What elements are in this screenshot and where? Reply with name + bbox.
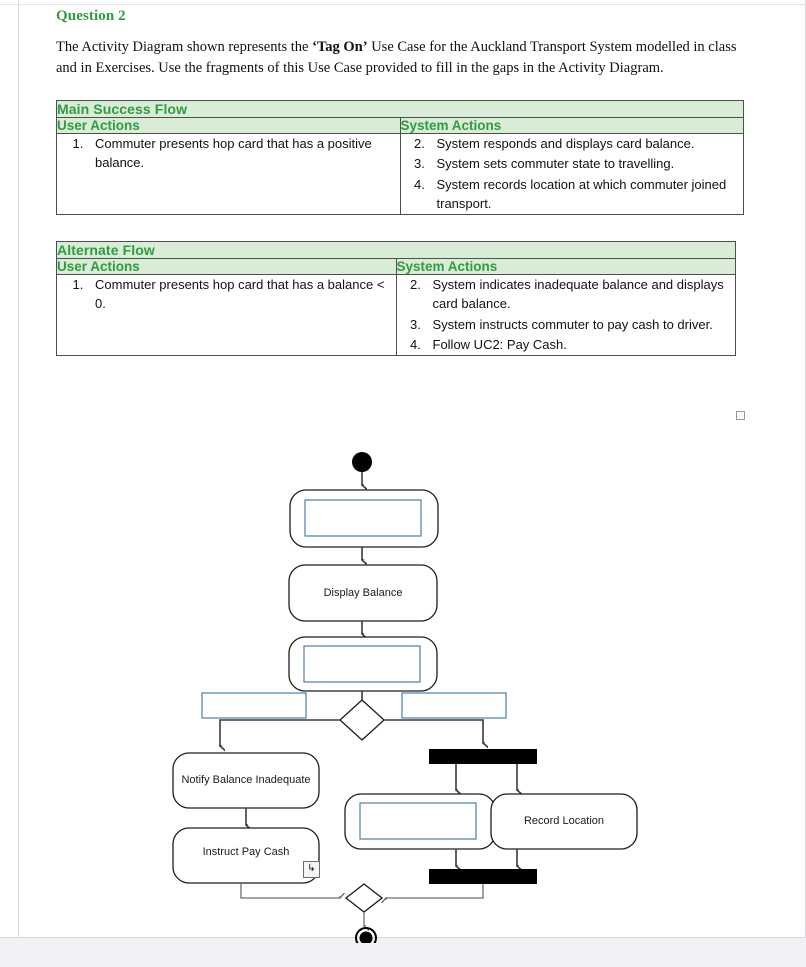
table-resize-handle[interactable]: [736, 411, 745, 420]
column-header-system-actions: System Actions: [399, 117, 744, 135]
column-header-user-actions: User Actions: [56, 117, 401, 135]
edge-join-to-merge: [386, 884, 484, 898]
document-left-margin-rule: [18, 0, 19, 938]
cell-user-actions-main: Commuter presents hop card that has a po…: [56, 133, 401, 216]
node-record-location-label: Record Location: [524, 815, 604, 827]
list-item: Follow UC2: Pay Cash.: [425, 335, 736, 354]
table-title-main-success-flow: Main Success Flow: [56, 100, 744, 119]
list-item: Commuter presents hop card that has a ba…: [87, 275, 396, 313]
list-item: System sets commuter state to travelling…: [429, 154, 744, 173]
list-system-actions-main: System responds and displays card balanc…: [401, 134, 744, 213]
final-node-ring: [355, 927, 377, 943]
table-alternate-flow: Alternate Flow User Actions System Actio…: [56, 241, 736, 357]
node-record-location[interactable]: [490, 793, 638, 850]
list-item: System records location at which commute…: [429, 175, 744, 213]
table-row: Alternate Flow: [56, 241, 736, 260]
edge-decision-to-fork: [384, 719, 483, 743]
list-system-actions-alt: System indicates inadequate balance and …: [397, 275, 736, 354]
edge-decision-to-notify: [220, 719, 340, 746]
list-item: System indicates inadequate balance and …: [425, 275, 736, 313]
page-title: Question 2: [56, 8, 126, 24]
question-prompt: The Activity Diagram shown represents th…: [56, 37, 748, 78]
list-user-actions-alt: Commuter presents hop card that has a ba…: [57, 275, 396, 313]
prompt-text-1: The Activity Diagram shown represents th…: [56, 39, 313, 55]
tag-on-activity-diagram: Display Balance Notify Balance Inadequat…: [0, 438, 806, 943]
answer-gap-box-2[interactable]: [303, 645, 421, 683]
table-row: Commuter presents hop card that has a po…: [56, 133, 744, 216]
table-row: User Actions System Actions: [56, 117, 744, 135]
guard-gap-box-right[interactable]: [401, 692, 507, 719]
node-instruct-pay-cash-label: Instruct Pay Cash: [203, 846, 290, 858]
cell-user-actions-alt: Commuter presents hop card that has a ba…: [56, 274, 397, 357]
table-title-alternate-flow: Alternate Flow: [56, 241, 736, 260]
table-row: User Actions System Actions: [56, 258, 736, 276]
list-item: Commuter presents hop card that has a po…: [87, 134, 400, 172]
list-user-actions-main: Commuter presents hop card that has a po…: [57, 134, 400, 172]
decision-diamond[interactable]: [339, 699, 385, 741]
node-display-balance-label: Display Balance: [324, 587, 403, 599]
prompt-text-2: Use Case for the Auckland Transport Syst…: [56, 39, 737, 76]
merge-diamond[interactable]: [344, 883, 384, 913]
column-header-user-actions-alt: User Actions: [56, 258, 397, 276]
document-top-rule: [0, 4, 806, 5]
join-bar: [429, 869, 537, 884]
fork-bar: [429, 749, 537, 764]
list-item: System responds and displays card balanc…: [429, 134, 744, 153]
cell-system-actions-main: System responds and displays card balanc…: [399, 133, 744, 216]
final-node: [359, 931, 373, 943]
resize-cursor-icon: ↳: [303, 861, 320, 878]
answer-gap-box-1[interactable]: [304, 499, 422, 537]
list-item: System instructs commuter to pay cash to…: [425, 315, 736, 334]
table-row: Commuter presents hop card that has a ba…: [56, 274, 736, 357]
table-main-success-flow: Main Success Flow User Actions System Ac…: [56, 100, 744, 216]
initial-node: [352, 452, 372, 472]
node-notify-balance-inadequate-label: Notify Balance Inadequate: [181, 774, 310, 786]
cell-system-actions-alt: System indicates inadequate balance and …: [395, 274, 736, 357]
node-display-balance[interactable]: [288, 564, 438, 622]
document-content: Question 2 The Activity Diagram shown re…: [56, 8, 756, 382]
prompt-emphasis: ‘Tag On’: [312, 39, 368, 55]
table-row: Main Success Flow: [56, 100, 744, 119]
answer-gap-box-3[interactable]: [359, 802, 477, 840]
node-instruct-pay-cash[interactable]: [172, 827, 320, 884]
guard-gap-box-left[interactable]: [201, 692, 307, 719]
column-header-system-actions-alt: System Actions: [395, 258, 736, 276]
edge-instruct-to-merge: [240, 883, 340, 898]
